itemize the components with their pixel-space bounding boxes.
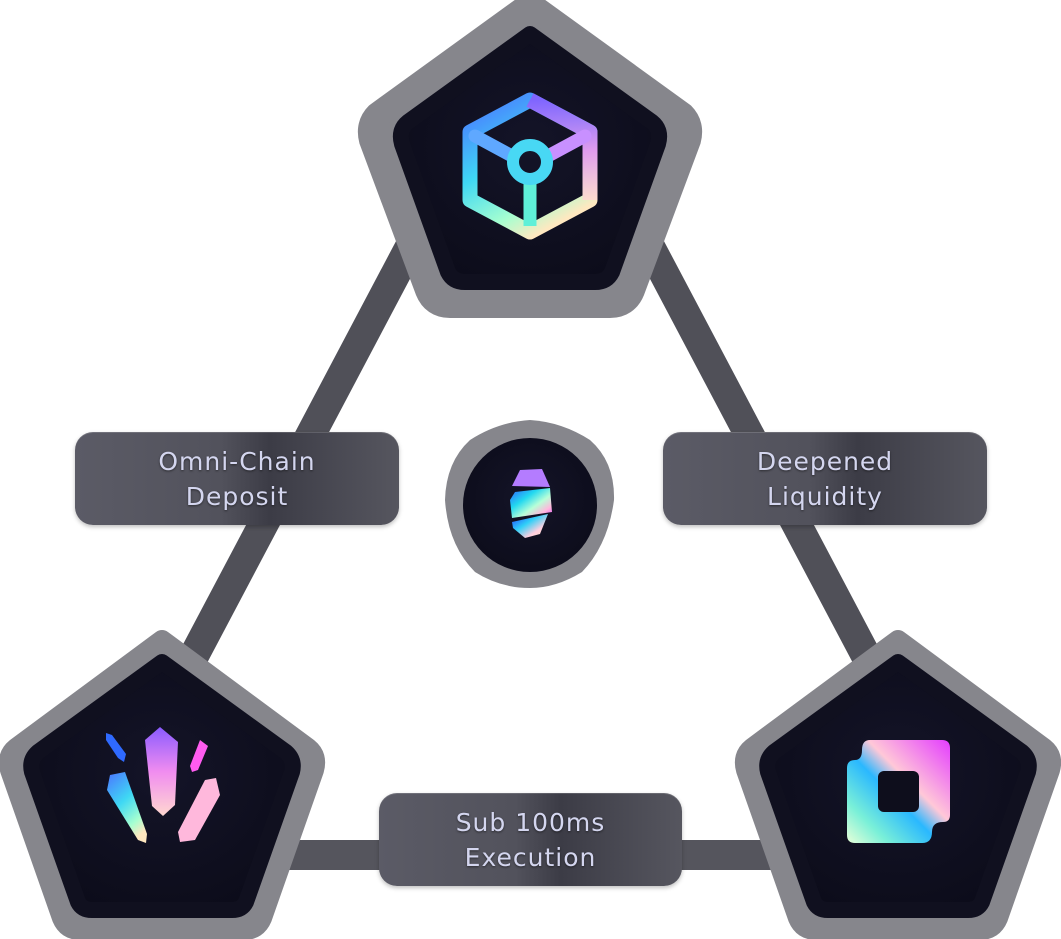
label-left-line1: Omni-Chain [158, 446, 316, 476]
crystals-icon [106, 727, 220, 843]
label-bottom-line2: Execution [464, 842, 597, 872]
node-bottom-right [734, 630, 1061, 939]
node-top [357, 0, 703, 318]
square-ring-icon [847, 740, 950, 843]
stone-icon [510, 469, 552, 538]
label-right-line2: Liquidity [767, 481, 883, 511]
label-right-line1: Deepened [756, 446, 894, 476]
label-left-line2: Deposit [185, 481, 289, 511]
node-bottom-left [0, 630, 326, 939]
label-bottom-line1: Sub 100ms [455, 807, 606, 837]
node-center [445, 420, 615, 588]
label-deepened-liquidity: Deepened Liquidity [663, 432, 987, 525]
label-omni-chain-deposit: Omni-Chain Deposit [75, 432, 399, 525]
cube-icon [462, 92, 598, 240]
label-sub-100ms-execution: Sub 100ms Execution [379, 793, 682, 886]
